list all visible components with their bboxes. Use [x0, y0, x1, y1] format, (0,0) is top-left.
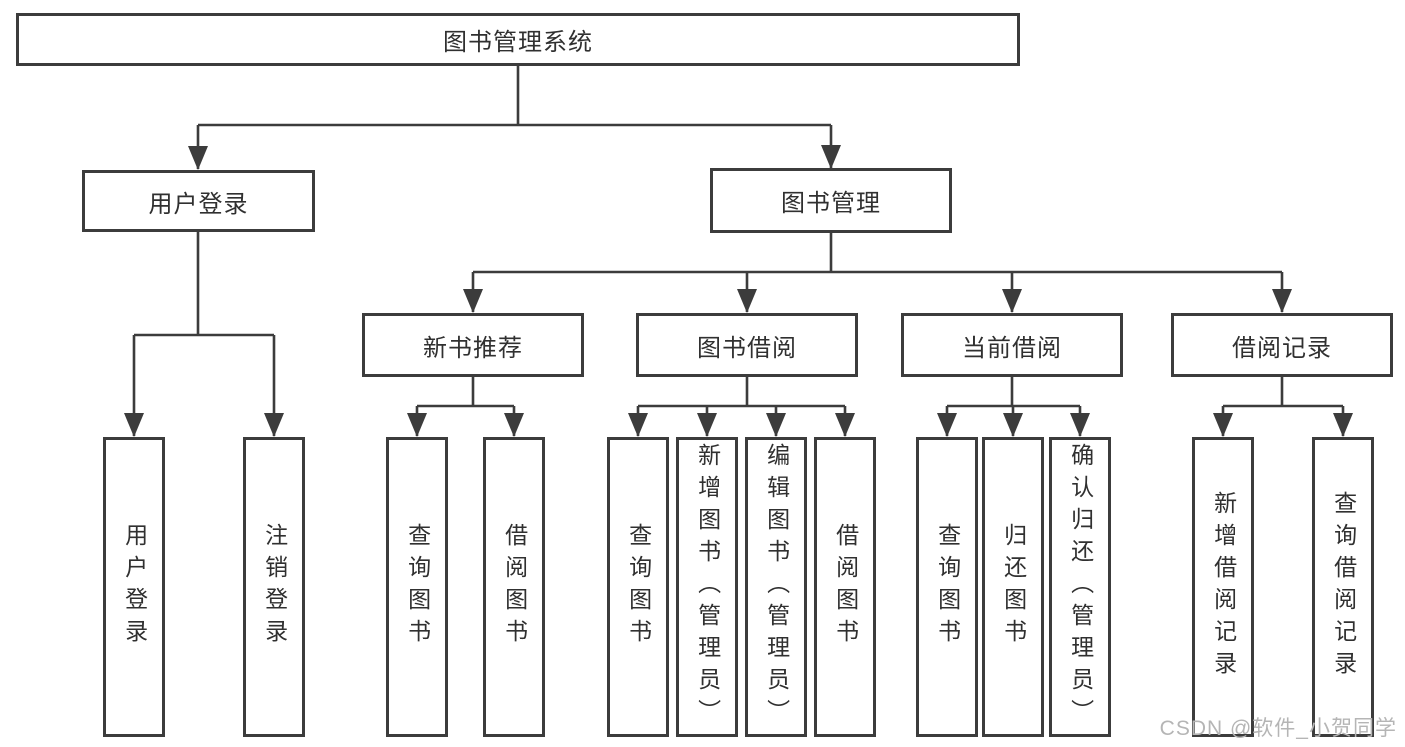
node-label: 图书管理	[781, 190, 881, 217]
node-leaf-logout: 注销登录	[243, 437, 305, 737]
node-leaf-borrow-books: 借阅图书	[814, 437, 876, 737]
node-label: 新增图书（管理员）	[694, 443, 721, 731]
node-leaf-edit-books-admin: 编辑图书（管理员）	[745, 437, 807, 737]
node-book-borrowing: 图书借阅	[636, 313, 858, 377]
node-label: 确认归还（管理员）	[1067, 443, 1094, 731]
node-new-book-recommendation: 新书推荐	[362, 313, 584, 377]
node-label: 借阅图书	[501, 523, 528, 651]
node-current-borrowing: 当前借阅	[901, 313, 1123, 377]
node-leaf-confirm-return-admin: 确认归还（管理员）	[1049, 437, 1111, 737]
node-label: 当前借阅	[962, 334, 1062, 362]
node-label: 借阅图书	[832, 523, 859, 651]
node-leaf-query-books-current: 查询图书	[916, 437, 978, 737]
node-label: 用户登录	[121, 523, 148, 651]
node-leaf-add-books-admin: 新增图书（管理员）	[676, 437, 738, 737]
node-leaf-query-books-recommend: 查询图书	[386, 437, 448, 737]
node-label: 编辑图书（管理员）	[763, 443, 790, 731]
node-label: 查询图书	[934, 523, 961, 651]
node-leaf-user-login: 用户登录	[103, 437, 165, 737]
node-leaf-borrow-books-recommend: 借阅图书	[483, 437, 545, 737]
node-leaf-add-borrow-record: 新增借阅记录	[1192, 437, 1254, 737]
node-label: 图书管理系统	[443, 29, 593, 56]
node-library-management-system: 图书管理系统	[16, 13, 1020, 66]
node-leaf-query-books-borrowing: 查询图书	[607, 437, 669, 737]
node-book-management-group: 图书管理	[710, 168, 952, 233]
node-label: 归还图书	[1000, 523, 1027, 651]
node-label: 查询图书	[404, 523, 431, 651]
node-label: 图书借阅	[697, 334, 797, 362]
csdn-watermark: CSDN @软件_小贺同学	[1159, 717, 1397, 740]
node-leaf-return-books: 归还图书	[982, 437, 1044, 737]
node-leaf-query-borrow-record: 查询借阅记录	[1312, 437, 1374, 737]
node-label: 新增借阅记录	[1210, 491, 1237, 683]
node-label: 注销登录	[261, 523, 288, 651]
node-label: 查询图书	[625, 523, 652, 651]
node-label: 借阅记录	[1232, 334, 1332, 362]
node-borrowing-records: 借阅记录	[1171, 313, 1393, 377]
node-label: 用户登录	[148, 190, 249, 218]
node-user-login-group: 用户登录	[82, 170, 315, 232]
node-label: 新书推荐	[423, 334, 523, 362]
node-label: 查询借阅记录	[1330, 491, 1357, 683]
